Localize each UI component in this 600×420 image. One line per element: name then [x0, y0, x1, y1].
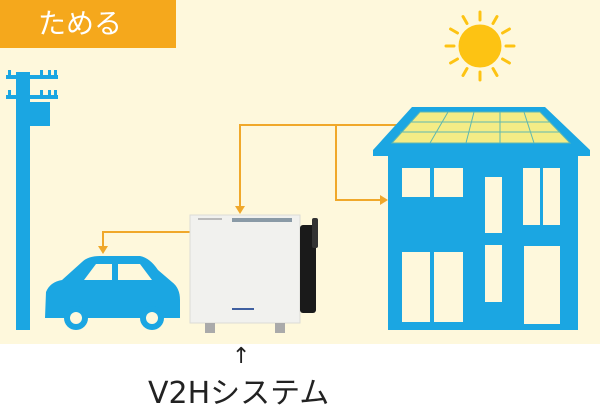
sun-ray: [461, 67, 469, 77]
arrowheads: [98, 195, 388, 254]
sun-ray: [491, 15, 499, 25]
house-icon: [373, 107, 590, 330]
solar-panel-icon: [390, 111, 572, 144]
sun-ray: [449, 57, 459, 65]
banner-title: ためる: [0, 0, 176, 48]
sun-ray: [461, 15, 469, 25]
sun-ray: [491, 67, 499, 77]
v2h-charger-icon: [189, 214, 318, 333]
car-icon: [45, 256, 180, 330]
v2h-system-caption: V2Hシステム: [148, 376, 330, 411]
sun-ray: [501, 27, 511, 35]
flow-arrows: [102, 124, 400, 248]
caption-arrow: ↑: [232, 344, 251, 369]
sun-ray: [449, 27, 459, 35]
utility-pole-icon: [6, 70, 58, 330]
sun-ray: [501, 57, 511, 65]
house-windows: [402, 168, 560, 324]
sun-icon: [444, 10, 516, 82]
